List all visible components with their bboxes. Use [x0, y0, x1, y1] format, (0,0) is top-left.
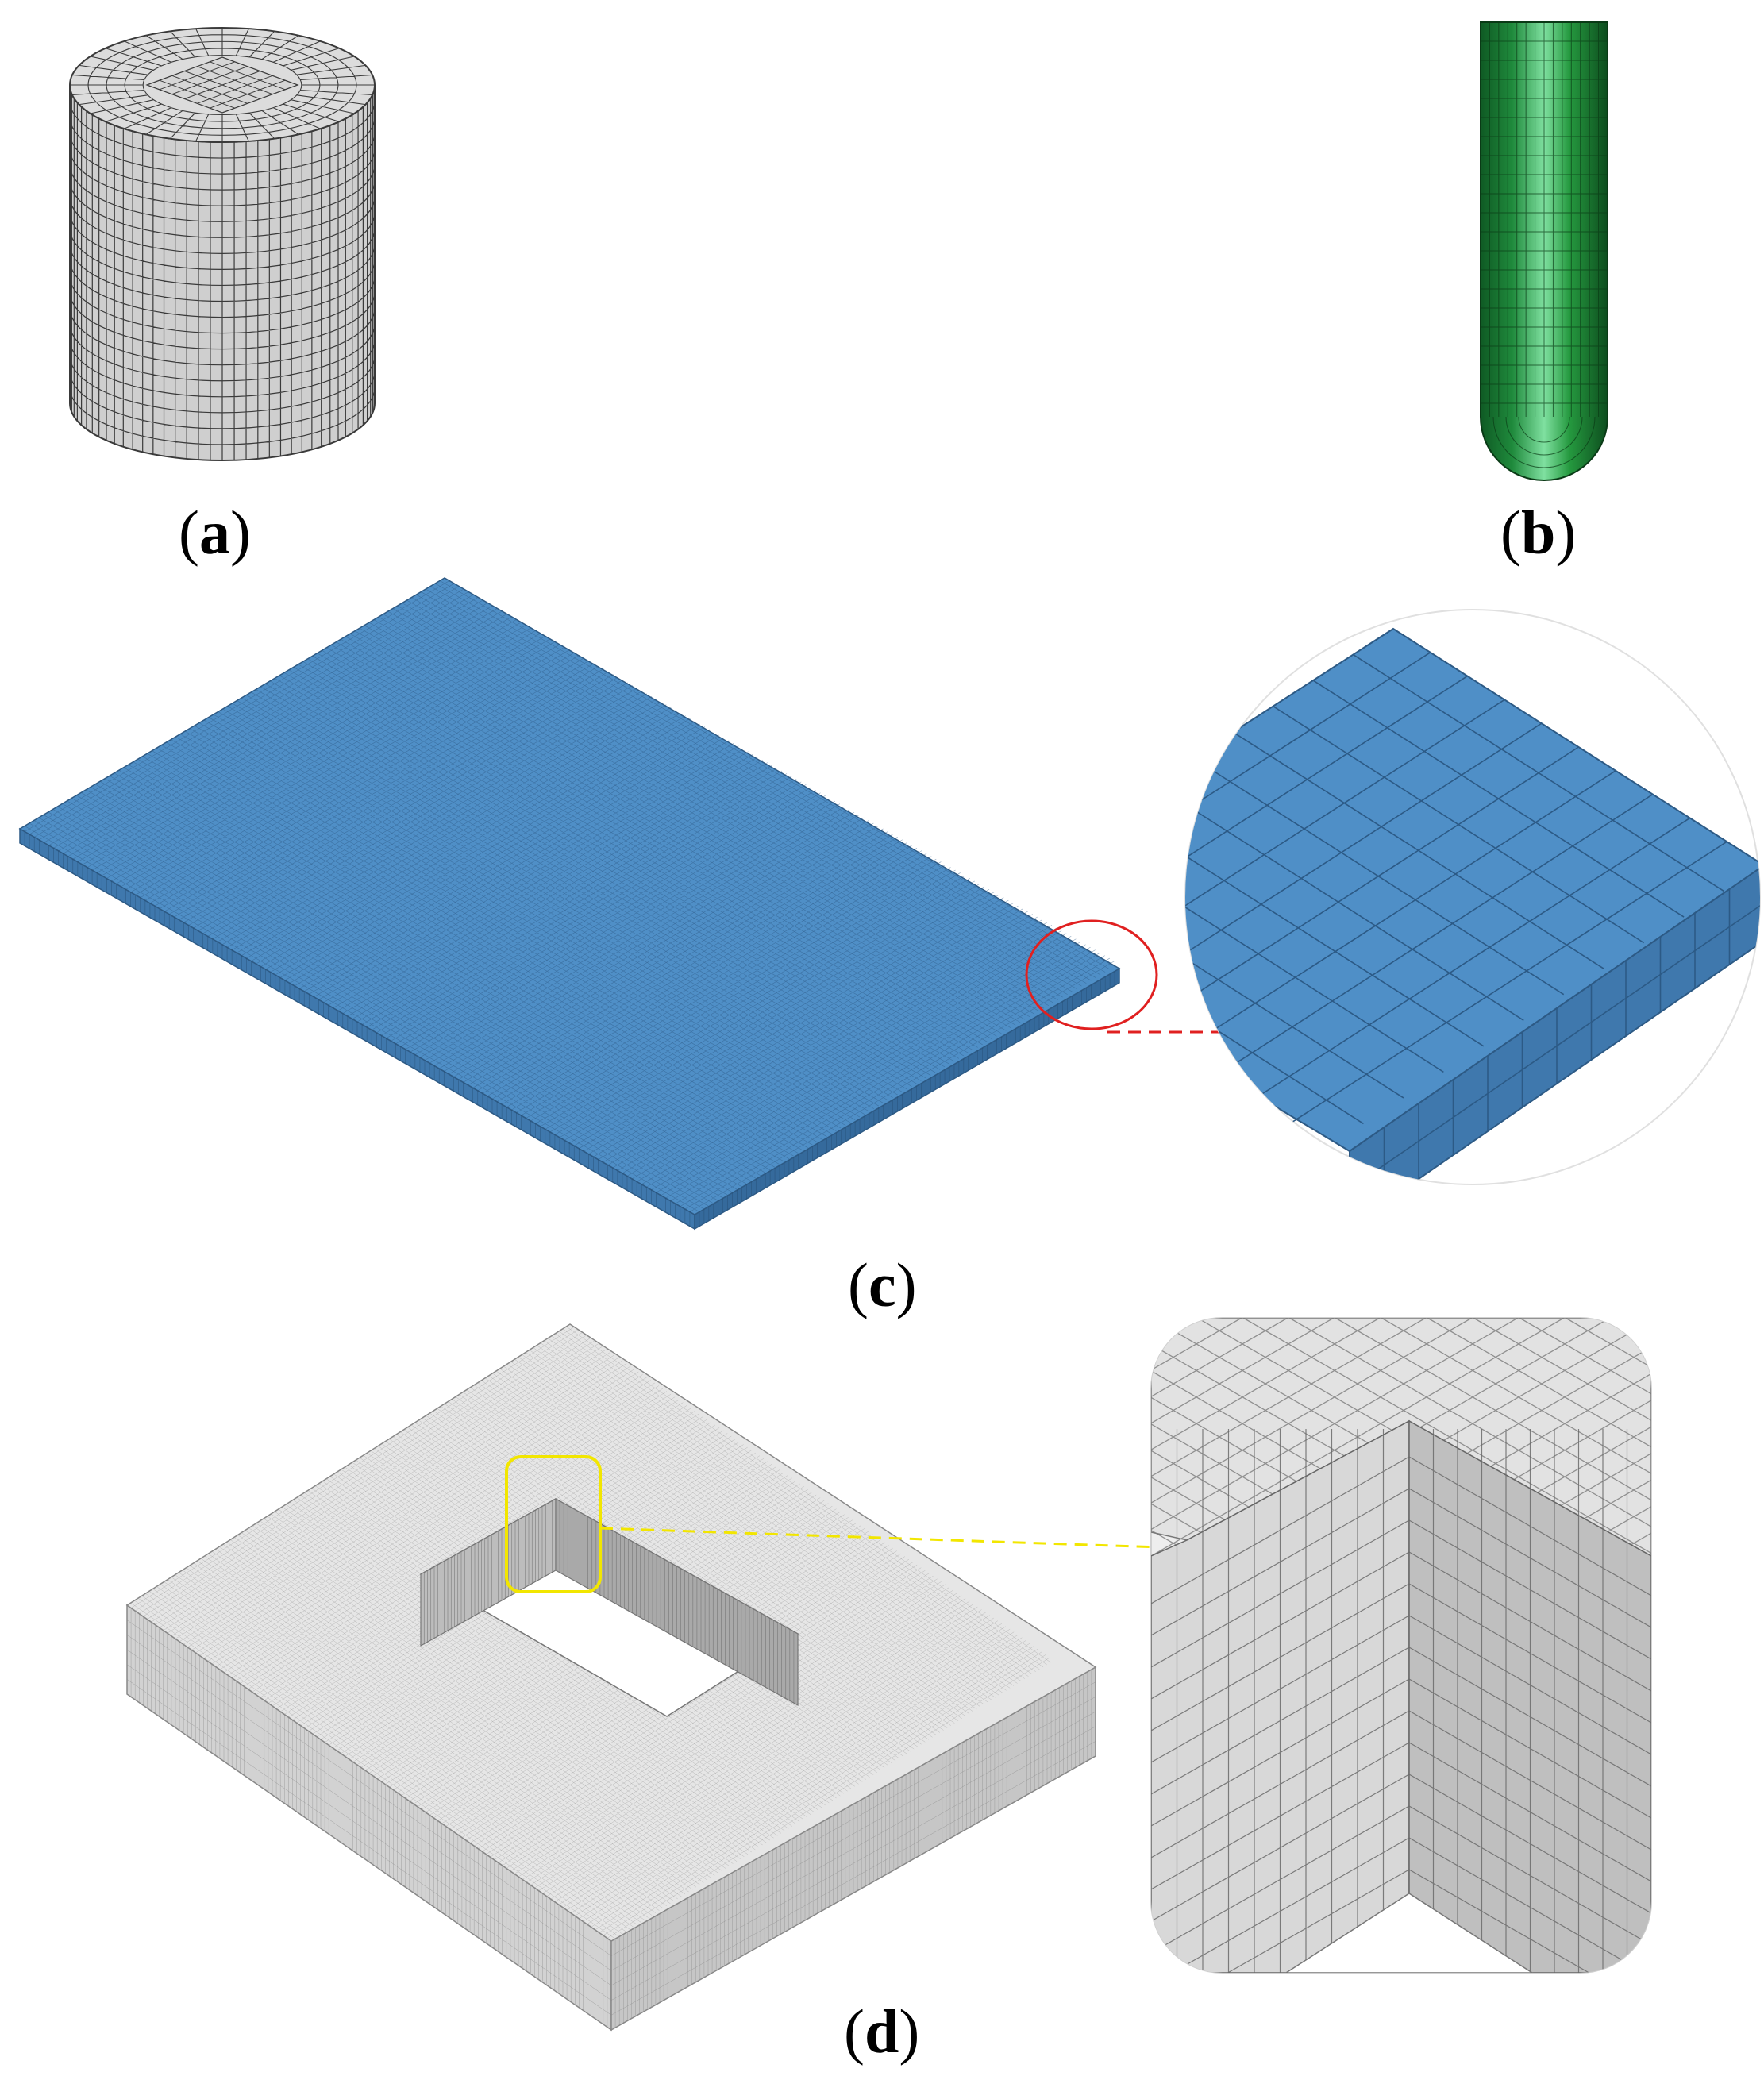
- zoom-hole-floor: [1284, 1893, 1535, 1973]
- block-side-mesh: [126, 1608, 1096, 2028]
- zoom-circle-content: [1185, 627, 1760, 1184]
- callout-circle-red: [1025, 919, 1158, 1030]
- zoom-rounded-content: [1151, 1318, 1651, 1973]
- projectile-mesh-icon: [1480, 21, 1608, 481]
- caption-b: (b): [1500, 498, 1577, 567]
- cylinder-top-mesh: [70, 28, 375, 142]
- block-hole-corner-zoom: [1150, 1317, 1652, 1974]
- zoom-top-mesh: [1151, 1318, 1651, 1557]
- caption-d: (d): [844, 1997, 920, 2066]
- caption-c: (c): [848, 1250, 917, 1319]
- plate-top-mesh: [24, 580, 1115, 1212]
- block-with-hole-mesh-icon: [125, 1323, 1184, 2032]
- caption-a: (a): [179, 498, 251, 567]
- cylinder-mesh-icon: [69, 27, 376, 461]
- zoom-side-mesh: [1349, 889, 1760, 1184]
- projectile-mesh: [1481, 22, 1608, 468]
- zoom-plate-mesh: [1185, 652, 1727, 1127]
- plate-mesh-icon: [18, 577, 1219, 1231]
- callout-box-yellow: [505, 1455, 602, 1593]
- cylinder-core-mesh: [159, 61, 286, 109]
- plate-side-mesh: [24, 831, 1115, 1227]
- hole-wall-mesh: [423, 1500, 795, 1704]
- cylinder-side-mesh: [69, 85, 376, 460]
- callout-leader-yellow: [599, 1527, 1184, 1550]
- zoom-wall-mesh: [1151, 1429, 1651, 1973]
- plate-corner-zoom: [1184, 609, 1761, 1185]
